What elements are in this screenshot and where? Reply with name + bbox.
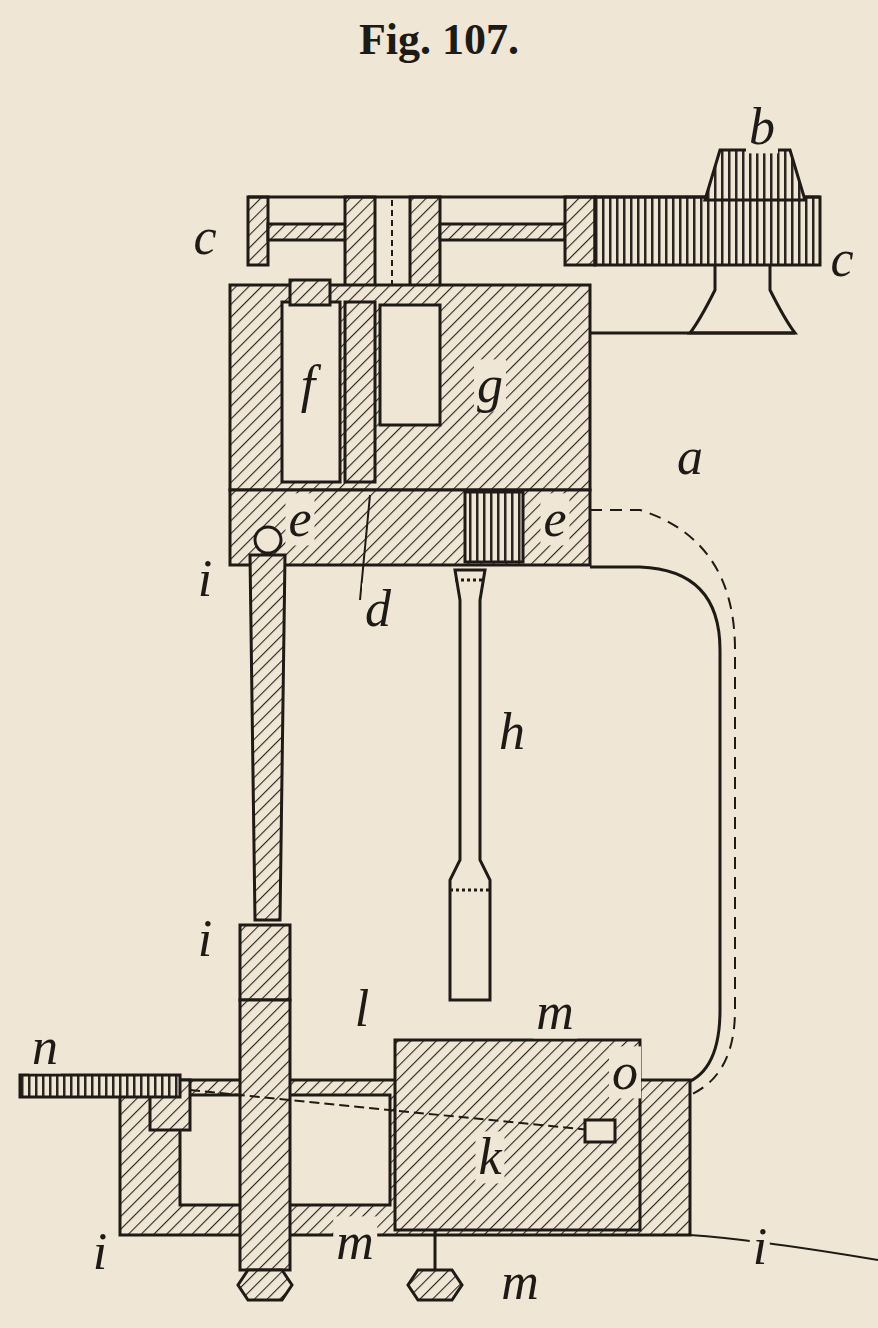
part-letter: d xyxy=(362,583,394,635)
part-letter: a xyxy=(674,431,706,483)
part-letter: k xyxy=(475,1131,504,1183)
part-letter: f xyxy=(298,359,318,411)
part-letter: i xyxy=(90,1226,110,1278)
part-letter: m xyxy=(533,986,577,1038)
part-letter: e xyxy=(285,493,314,545)
part-letter: m xyxy=(333,1216,377,1268)
figure-title: Fig. 107. xyxy=(359,18,519,62)
part-letter: g xyxy=(474,359,506,411)
part-letter: c xyxy=(190,211,219,263)
part-letter: l xyxy=(352,983,372,1035)
part-letter: i xyxy=(195,913,215,965)
part-letter: n xyxy=(29,1021,61,1073)
part-letter: h xyxy=(496,706,528,758)
part-letter: o xyxy=(609,1046,641,1098)
part-letter: i xyxy=(195,553,215,605)
part-letter: i xyxy=(750,1221,770,1273)
part-letter: m xyxy=(498,1256,542,1308)
part-letter: b xyxy=(746,101,778,153)
part-letter: c xyxy=(827,233,856,285)
part-letter: e xyxy=(540,493,569,545)
